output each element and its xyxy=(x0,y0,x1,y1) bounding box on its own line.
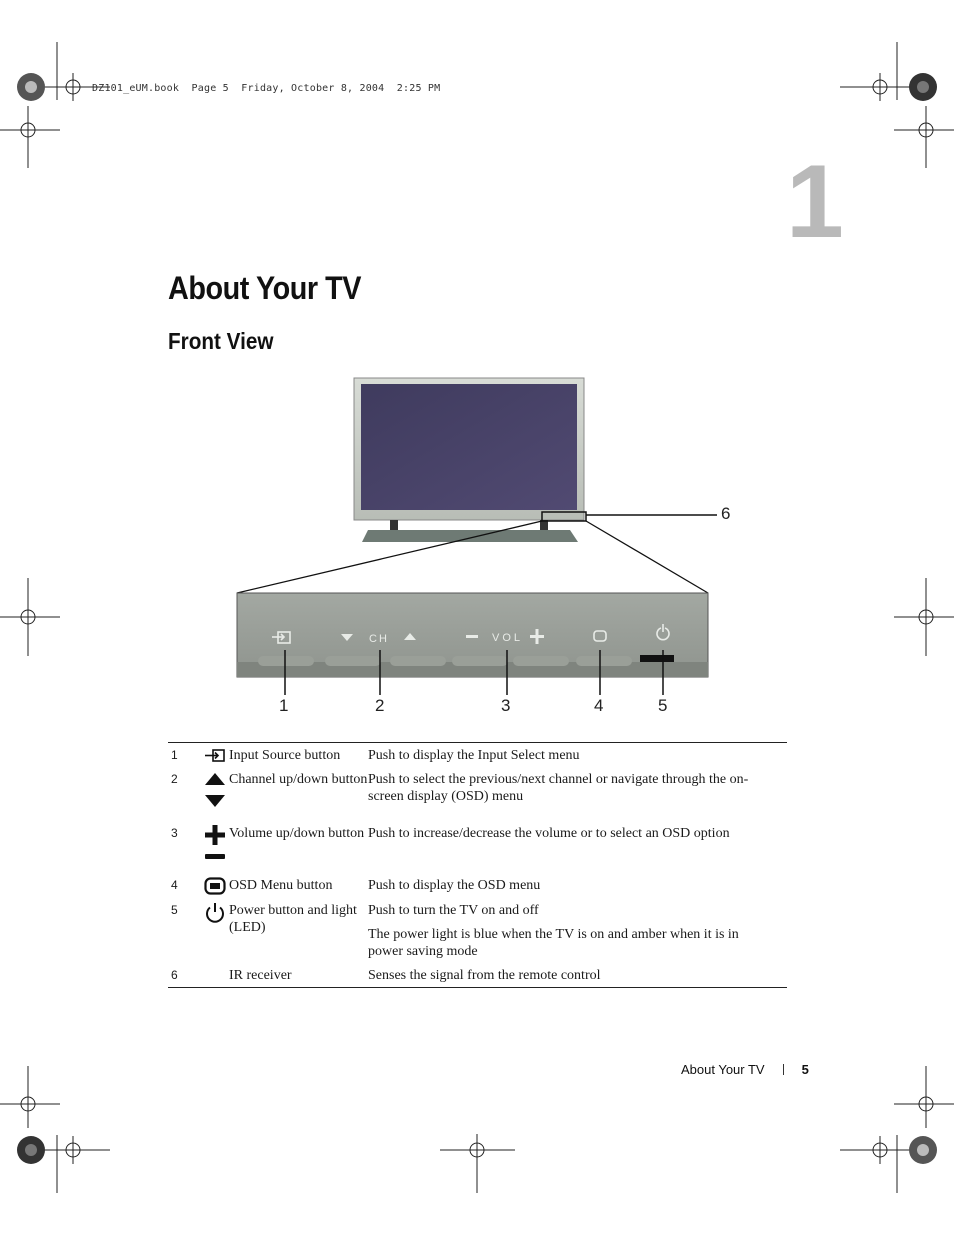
tv-front-view-figure: CH VOL 1 2 3 4 5 6 xyxy=(230,370,750,725)
row-desc: Push to display the OSD menu xyxy=(368,878,541,893)
power-icon xyxy=(201,902,229,960)
callout-5: 5 xyxy=(658,696,668,715)
print-metadata: DZ101_eUM.book Page 5 Friday, October 8,… xyxy=(92,83,441,94)
table-row: 3 Volume up/down button Push to increase… xyxy=(168,821,787,873)
callout-2: 2 xyxy=(375,696,385,715)
ch-label: CH xyxy=(369,633,389,645)
input-source-icon xyxy=(201,747,229,764)
row-desc: Push to select the previous/next channel… xyxy=(368,772,749,804)
controls-table: 1 Input Source button Push to display th… xyxy=(168,742,787,988)
row-number: 1 xyxy=(171,748,178,762)
chapter-title: About Your TV xyxy=(168,270,362,306)
tv-illustration: CH VOL xyxy=(236,377,717,695)
table-row: 4 OSD Menu button Push to display the OS… xyxy=(168,873,787,898)
row-desc: Push to turn the TV on and off The power… xyxy=(368,903,739,959)
row-desc: Push to increase/decrease the volume or … xyxy=(368,826,730,841)
chapter-number: 1 xyxy=(786,144,844,260)
table-row: 2 Channel up/down button Push to select … xyxy=(168,767,787,821)
table-row: 6 IR receiver Senses the signal from the… xyxy=(168,963,787,987)
callout-3: 3 xyxy=(501,696,511,715)
volume-plus-minus-icon xyxy=(201,825,229,861)
callout-6: 6 xyxy=(721,504,731,523)
vol-label: VOL xyxy=(492,632,523,644)
row-name: Power button and light (LED) xyxy=(229,903,357,935)
row-name: OSD Menu button xyxy=(229,878,333,893)
page-footer: About Your TV 5 xyxy=(681,1062,809,1077)
row-number: 2 xyxy=(171,772,178,786)
table-row: 1 Input Source button Push to display th… xyxy=(168,743,787,767)
osd-menu-icon xyxy=(201,877,229,895)
row-name: Volume up/down button xyxy=(229,826,365,841)
footer-divider xyxy=(782,1064,784,1075)
table-row: 5 Power button and light (LED) Push to t… xyxy=(168,898,787,963)
callout-1: 1 xyxy=(279,696,289,715)
footer-section-title: About Your TV xyxy=(681,1062,765,1077)
row-number: 4 xyxy=(171,878,178,892)
row-number: 6 xyxy=(171,968,178,982)
callout-4: 4 xyxy=(594,696,604,715)
row-desc: Senses the signal from the remote contro… xyxy=(368,968,601,983)
row-name: Channel up/down button xyxy=(229,772,368,787)
row-desc: Push to display the Input Select menu xyxy=(368,748,580,763)
section-title: Front View xyxy=(168,328,274,354)
row-name: IR receiver xyxy=(229,968,292,983)
row-name: Input Source button xyxy=(229,748,341,763)
channel-arrows-icon xyxy=(201,771,229,809)
row-number: 5 xyxy=(171,903,178,917)
page-number: 5 xyxy=(801,1062,809,1077)
row-number: 3 xyxy=(171,826,178,840)
